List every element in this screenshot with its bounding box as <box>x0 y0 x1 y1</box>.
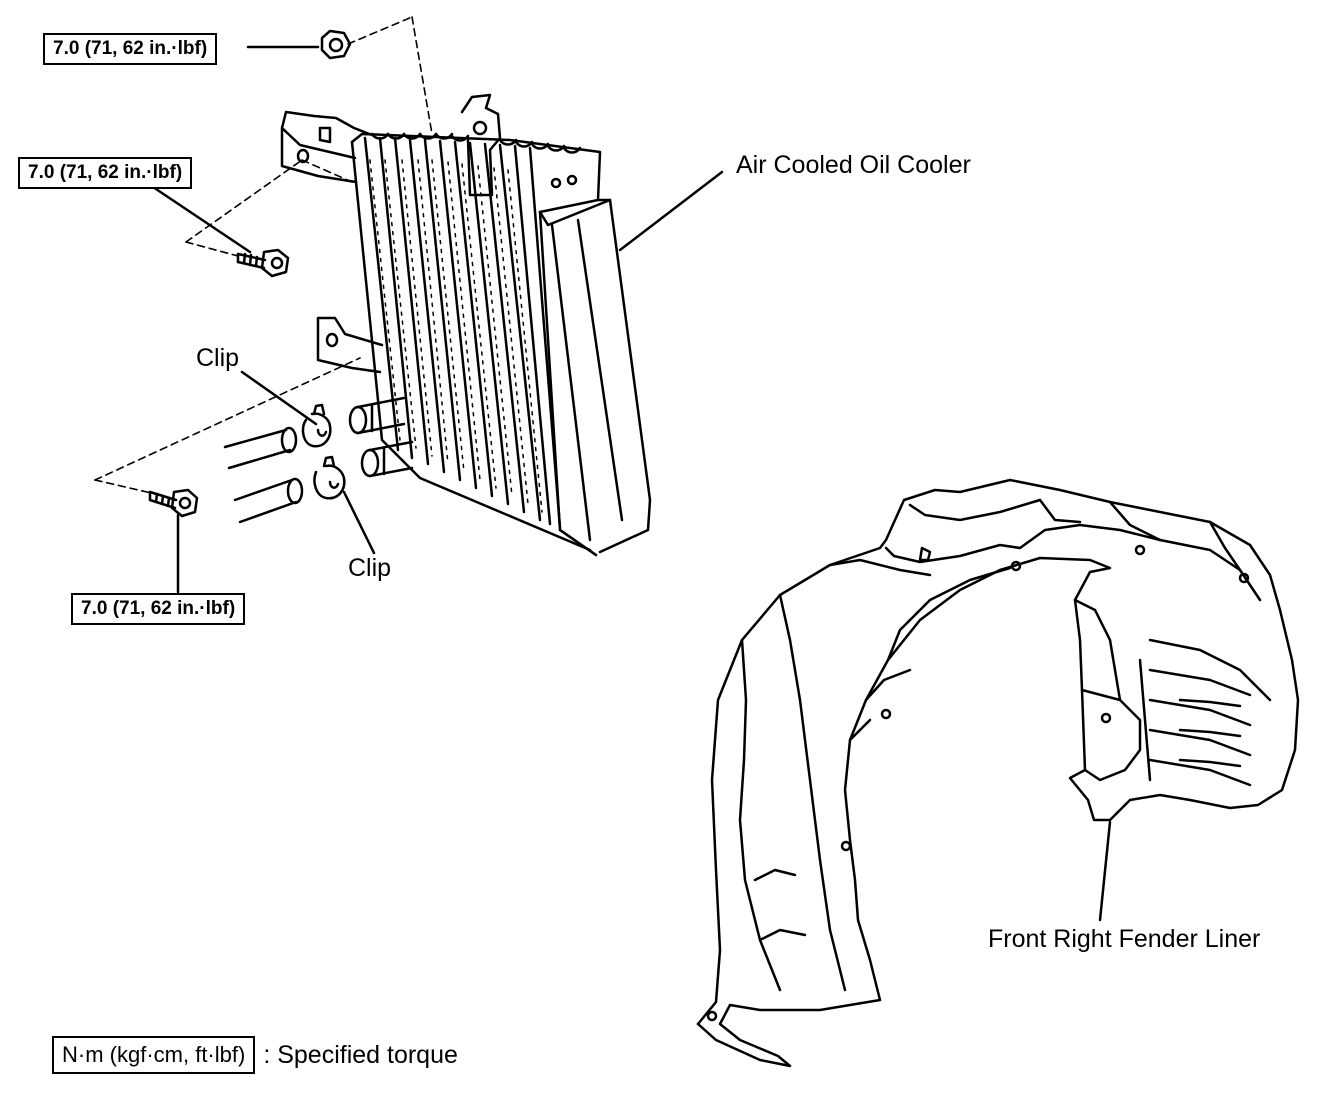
label-fender-liner: Front Right Fender Liner <box>988 925 1261 953</box>
oil-cooler-drawing <box>280 93 652 557</box>
legend-description: : Specified torque <box>263 1040 458 1069</box>
upper-bolt-icon <box>236 248 290 278</box>
torque-legend: N·m (kgf·cm, ft·lbf) : Specified torque <box>52 1036 458 1074</box>
lower-bolt-icon <box>148 488 199 518</box>
label-oil-cooler: Air Cooled Oil Cooler <box>736 151 971 179</box>
torque-leaders <box>148 45 320 594</box>
clip-lower-icon <box>313 455 346 500</box>
clip-upper-icon <box>301 403 332 448</box>
legend-unit-box: N·m (kgf·cm, ft·lbf) <box>52 1036 256 1074</box>
label-clip-lower: Clip <box>348 554 392 582</box>
hoses <box>223 426 304 524</box>
torque-label-lower-bolt: 7.0 (71, 62 in.·lbf) <box>71 593 246 625</box>
torque-label-upper-bolt: 7.0 (71, 62 in.·lbf) <box>18 157 193 189</box>
label-clip-upper: Clip <box>196 344 240 372</box>
torque-label-top-nut: 7.0 (71, 62 in.·lbf) <box>43 33 218 65</box>
top-nut-icon <box>320 29 352 60</box>
fender-liner-drawing <box>696 478 1300 1068</box>
